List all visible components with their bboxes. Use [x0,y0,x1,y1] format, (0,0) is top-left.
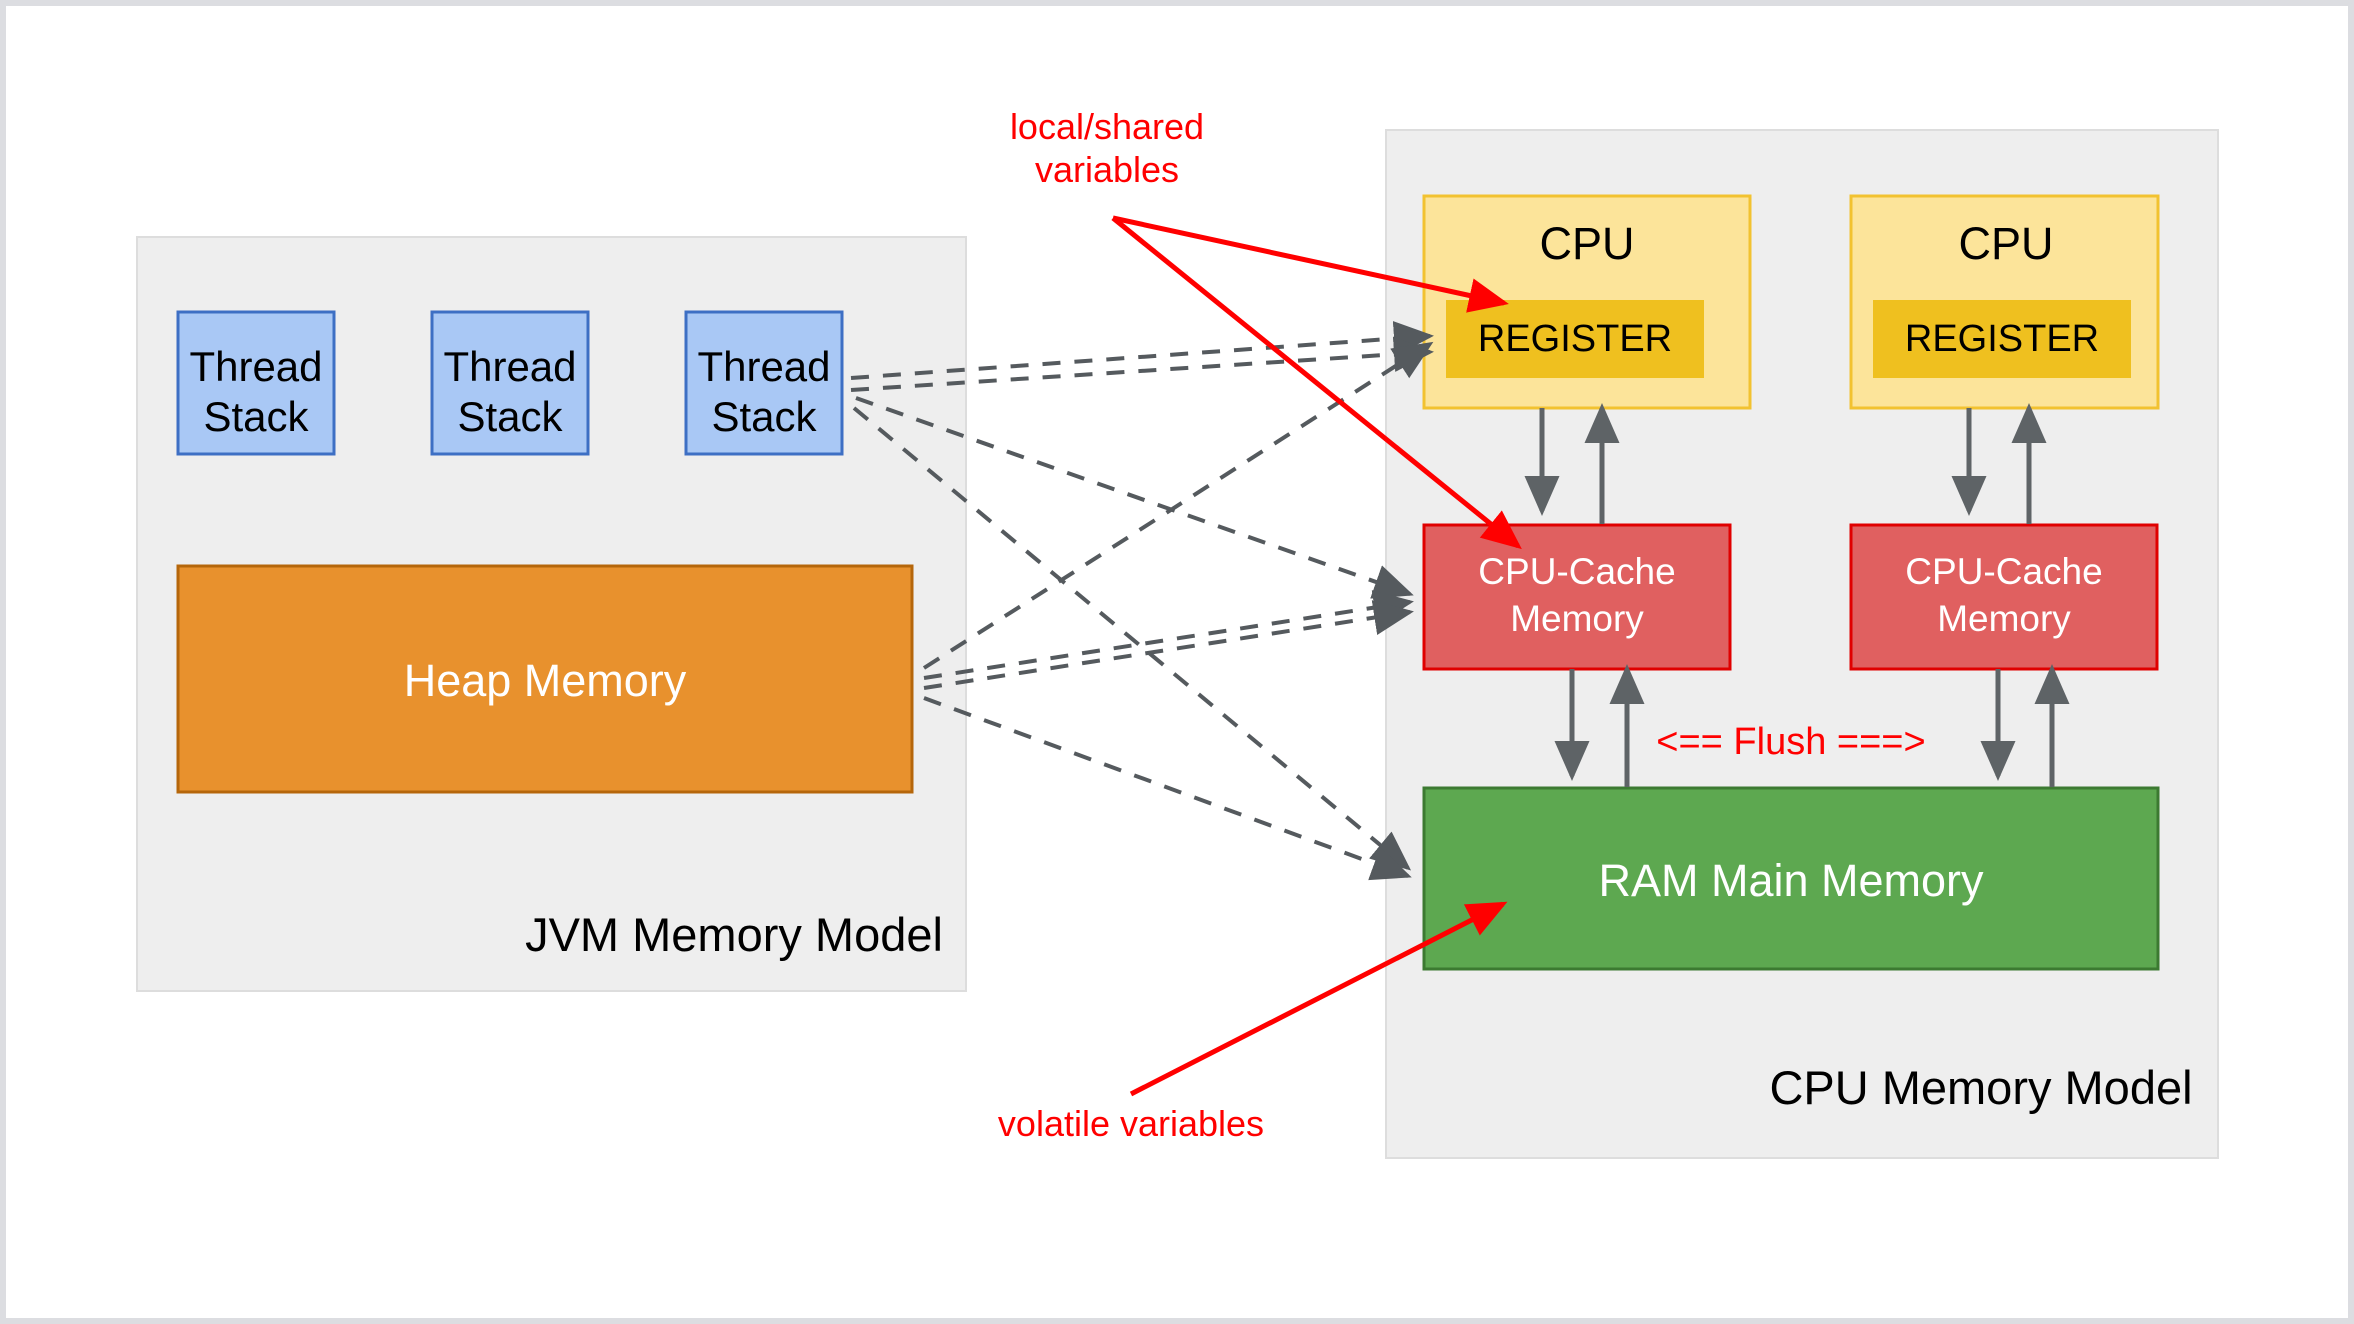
thread-stack-3-label-line1: Thread [697,343,830,390]
ram-main-memory[interactable]: RAM Main Memory [1422,786,2160,971]
thread-stack-1-label-line1: Thread [189,343,322,390]
ram-main-memory-box[interactable] [1422,786,2160,971]
thread-stack-3-box[interactable] [684,310,844,456]
cpu-cache-2-label-line1: CPU-Cache [1905,551,2102,592]
thread-stack-3-label-line2: Stack [711,393,817,440]
cpu-cache-1-label-line2: Memory [1510,598,1644,639]
cache-to-heap-arrow [923,600,1414,690]
cpu-core-1-title: CPU [1539,218,1634,269]
thread-stack-1-label-line2: Stack [203,393,309,440]
cpu-core-2-register-label: REGISTER [1905,318,2099,360]
cpu-core-1[interactable]: CPU REGISTER [1422,194,1752,410]
cpu-core-1-register-box[interactable] [1446,300,1704,378]
thread-stack-2-label-line2: Stack [457,393,563,440]
cpu-core-2-register-box[interactable] [1873,300,2131,378]
cpu-cache-1[interactable]: CPU-Cache Memory [1422,523,1732,671]
flush-label: <== Flush ===> [1656,721,1925,763]
cpu-memory-model-group: CPU REGISTER CPU REGISTER CPU-Cache Memo… [1385,129,2219,1159]
cpu-cache-2-label-line2: Memory [1937,598,2071,639]
heap-memory[interactable]: Heap Memory [176,564,914,794]
heap-memory-box[interactable] [176,564,914,794]
cpu-core-1-register-label: REGISTER [1478,318,1672,360]
local-shared-annotation: local/shared variables [1010,106,1522,550]
thread-stack-1[interactable]: Thread Stack [176,310,336,456]
thread-stack-2-label-line1: Thread [443,343,576,390]
jvm-cpu-dashed-links [850,321,1434,881]
cache-ram-transfer-arrows [1554,664,2070,787]
jvm-group-title: JVM Memory Model [525,908,943,961]
cpu-cache-transfer-arrows [1524,403,2047,524]
thread-stack-2-box[interactable] [430,310,590,456]
cpu-cache-1-label-line1: CPU-Cache [1478,551,1675,592]
heap-to-cache-arrow [923,590,1414,680]
cpu-cache-2[interactable]: CPU-Cache Memory [1849,523,2159,671]
jvm-cpu-memory-model-diagram: Thread Stack Thread Stack Thread Stack H… [136,106,2219,1159]
heap-to-ram-arrow [923,696,1412,881]
volatile-label: volatile variables [998,1103,1264,1144]
threadstack-to-register-arrow [850,321,1434,380]
cpu-group-title: CPU Memory Model [1769,1061,2192,1114]
heap-memory-label: Heap Memory [404,655,687,706]
cpu-core-2-title: CPU [1958,218,2053,269]
cpu-cache-1-box[interactable] [1422,523,1732,671]
cpu-cache-2-box[interactable] [1849,523,2159,671]
threadstack-to-ram-arrow [852,406,1412,871]
ram-main-memory-label: RAM Main Memory [1598,855,1984,906]
local-shared-to-register-arrow [1112,215,1509,313]
local-shared-label-line1: local/shared [1010,106,1204,147]
thread-stack-1-box[interactable] [176,310,336,456]
heap-to-register-arrow [922,341,1434,670]
thread-stack-2[interactable]: Thread Stack [430,310,590,456]
local-shared-label-line2: variables [1035,149,1179,190]
thread-stack-3[interactable]: Thread Stack [684,310,844,456]
jvm-memory-model-group: Thread Stack Thread Stack Thread Stack H… [136,236,967,992]
volatile-annotation: volatile variables [998,901,1508,1144]
register-to-threadstack-arrow [850,336,1434,392]
volatile-to-ram-arrow [1129,901,1508,1097]
cpu-core-2[interactable]: CPU REGISTER [1849,194,2160,410]
threadstack-to-cache-arrow [855,396,1414,599]
local-shared-to-cache-arrow [1111,216,1522,550]
